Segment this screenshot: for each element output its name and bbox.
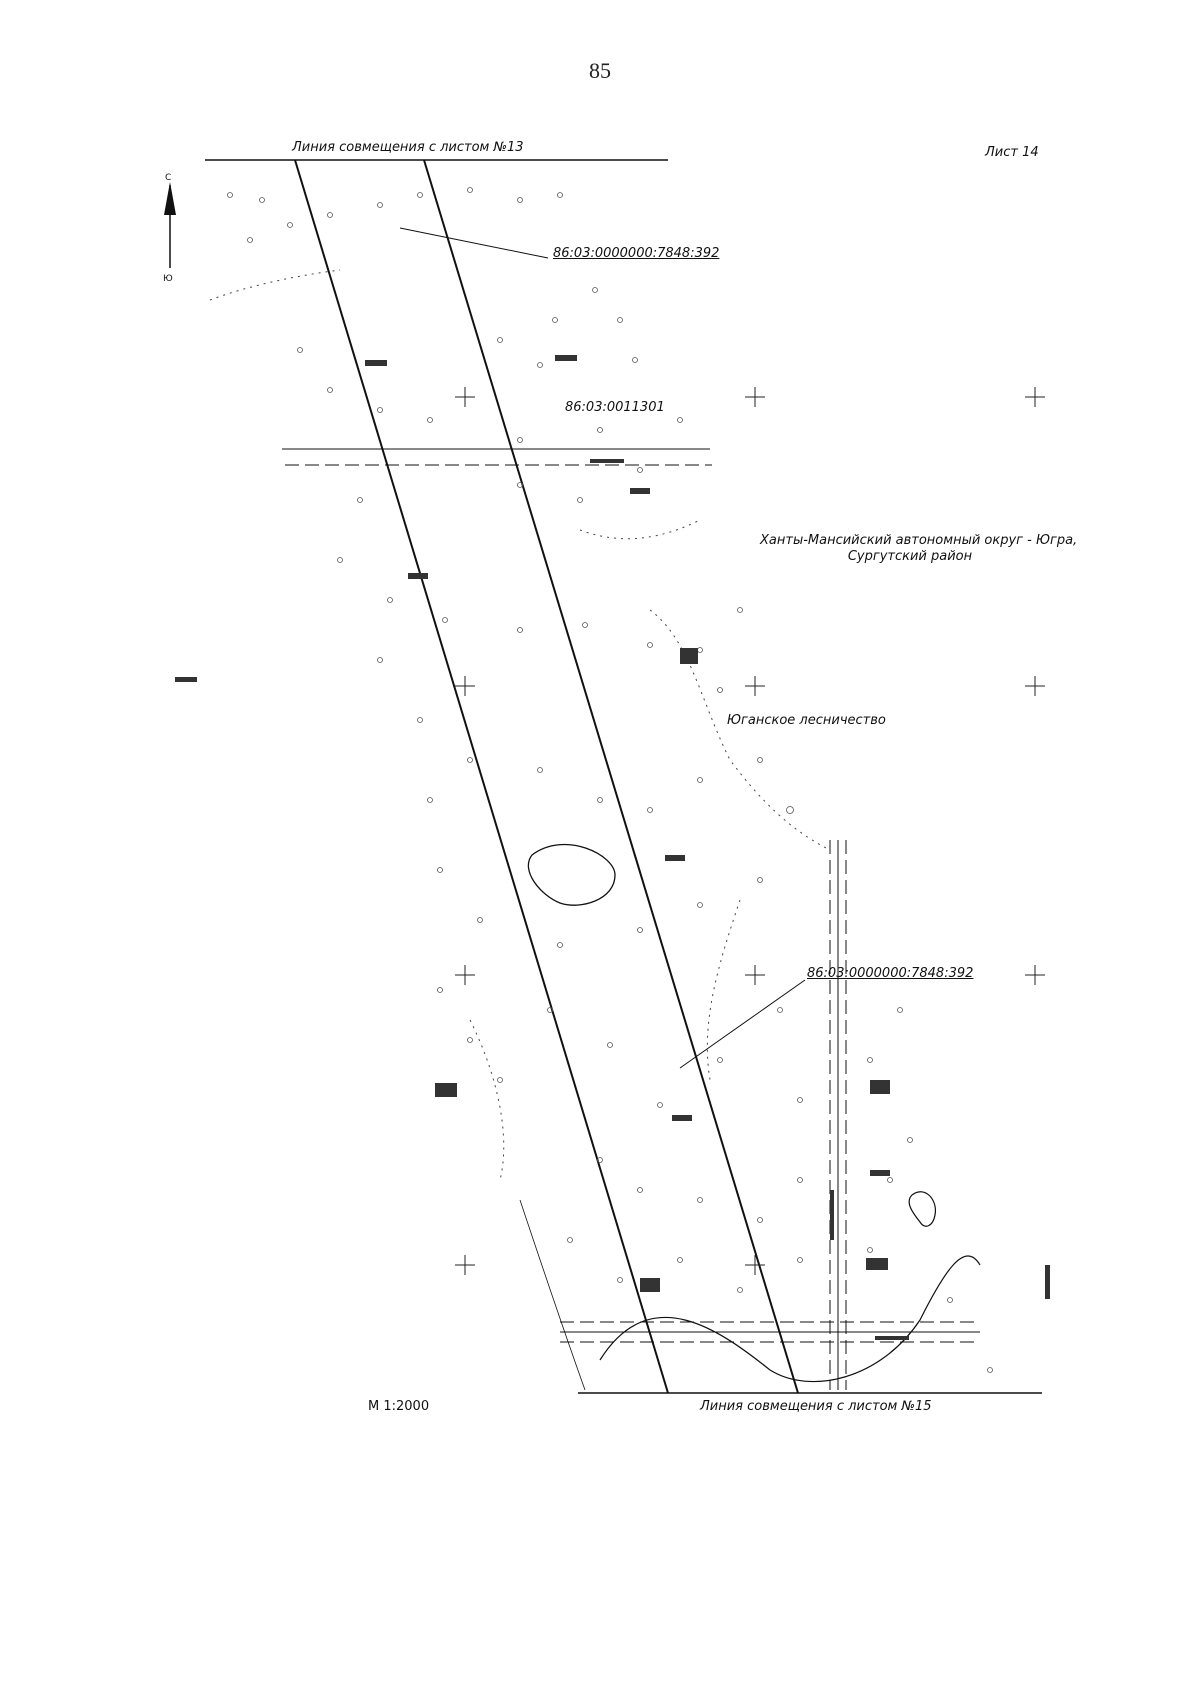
vegetation-symbols [227,187,993,1373]
south-label: Ю [163,274,173,284]
dotted-boundaries [209,269,831,1181]
small-lake-contour [908,1191,937,1227]
region-label-line1: Ханты-Мансийский автономный округ - Югра… [760,533,1078,548]
north-arrow-icon [164,182,176,268]
page-number: 85 [589,58,611,83]
sheet-label: Лист 14 [985,145,1039,160]
leader-line-bottom [679,979,806,1069]
cadastral-parcel-label-bottom: 86:03:0000000:7848:392 [807,966,974,981]
bottom-match-line-label: Линия совмещения с листом №15 [700,1399,932,1414]
crossing-lines [282,448,980,1343]
top-match-line-label: Линия совмещения с листом №13 [292,140,524,155]
stream-curve-bottom [599,1255,981,1383]
region-label-line2: Сургутский район [847,549,973,564]
corridor-right-boundary [423,159,799,1394]
forestry-label: Юганское лесничество [727,713,886,728]
vertical-road-lines [829,840,847,1390]
grid-crosses [455,387,1045,1275]
bottom-contour-left [519,1199,586,1391]
corridor-left-boundary [294,159,669,1394]
cadastral-quarter-label: 86:03:0011301 [565,400,665,415]
cadastral-parcel-label-top: 86:03:0000000:7848:392 [553,246,720,261]
north-label: С [165,173,172,183]
scale-label: М 1:2000 [368,1399,430,1414]
annotation-marks [175,355,1050,1340]
region-label: Ханты-Мансийский автономный округ - Югра… [760,533,1078,565]
lake-contour [527,843,616,906]
leader-line-top [399,227,549,259]
